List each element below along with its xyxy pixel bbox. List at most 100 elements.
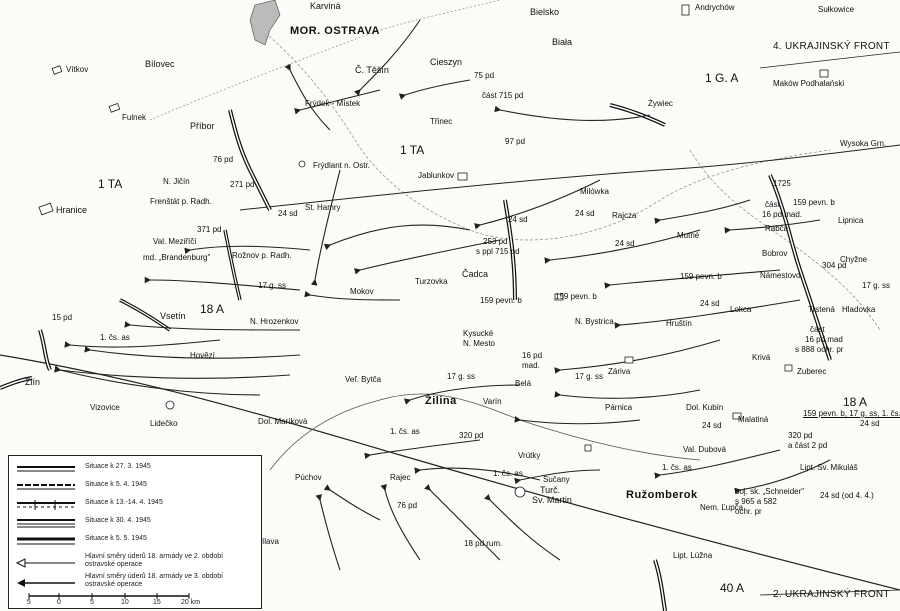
unit-label: 97 pd xyxy=(505,137,526,146)
city-zilina: Žilina xyxy=(425,395,457,407)
city-pribor: Příbor xyxy=(190,121,215,131)
city-jablunkov: Jablunkov xyxy=(418,171,455,180)
unit-label: 16 pd mad xyxy=(805,335,843,344)
unit-label: 16 pd mad. xyxy=(762,210,803,219)
city-makow: Maków Podhalański xyxy=(773,79,845,88)
city-mutne: Mutné xyxy=(677,231,700,240)
unit-label: s 888 ochr. pr xyxy=(795,345,844,354)
city-hranice: Hranice xyxy=(56,205,88,215)
unit-label: s 965 a 582 xyxy=(735,497,777,506)
city-vsetin: Vsetín xyxy=(160,311,186,321)
city-fulnek: Fulnek xyxy=(122,113,147,122)
army-label: 1 G. A xyxy=(705,71,739,85)
city-cieszyn: Cieszyn xyxy=(430,57,463,67)
unit-label: 17 g. ss xyxy=(447,372,476,381)
city-sv-martin: Sv. Martin xyxy=(532,495,572,505)
scale-tick: 0 xyxy=(57,599,61,606)
legend-label: Situace k 13.-14. 4. 1945 xyxy=(85,499,163,506)
legend-line-symbol xyxy=(17,466,75,472)
legend-line-symbol xyxy=(17,537,75,545)
legend-label: Situace k 30. 4. 1945 xyxy=(85,517,151,524)
city-varin: Varín xyxy=(483,397,502,406)
city-namestovo: Námestovo xyxy=(760,271,801,280)
city-rajcza: Rajcza xyxy=(612,211,637,220)
unit-label: 24 sd xyxy=(860,419,880,428)
unit-label: 17 g. ss xyxy=(862,281,891,290)
unit-label: 24 sd xyxy=(702,421,722,430)
unit-label: 304 pd xyxy=(822,261,847,270)
city-lokca: Lokca xyxy=(730,305,752,314)
unit-label: 1. čs. as xyxy=(390,427,420,436)
legend-row: Situace k 30. 4. 1945 xyxy=(15,516,255,530)
city-dol-kubin: Dol. Kubín xyxy=(686,403,724,412)
army-label: 18 A xyxy=(200,302,225,316)
border-line xyxy=(689,149,881,331)
unit-label: a část 2 pd xyxy=(788,441,828,450)
city-kysucke: Kysucké xyxy=(463,329,494,338)
unit-label: mad. xyxy=(522,361,540,370)
unit-label: část xyxy=(765,200,780,209)
city-hladovka: Hladovka xyxy=(842,305,876,314)
city-n-hrozenkov: N. Hrozenkov xyxy=(250,317,299,326)
legend-line-symbol xyxy=(17,500,75,510)
city-turzovka: Turzovka xyxy=(415,277,448,286)
unit-label: 24 sd xyxy=(615,239,635,248)
city-malatina: Malatiná xyxy=(738,415,769,424)
city-brandenburg: md. „Brandenburg" xyxy=(143,253,211,262)
city-zlin: Zlín xyxy=(25,377,41,387)
city-biala: Biała xyxy=(552,37,573,47)
city-val-mezirici: Val. Meziříčí xyxy=(153,237,197,246)
city-dol-marikova: Dol. Maríková xyxy=(258,417,308,426)
front-label: 2. UKRAJINSKÝ FRONT xyxy=(773,589,890,600)
unit-label: 24 sd xyxy=(575,209,595,218)
ostrava-area xyxy=(249,0,281,46)
unit-label: 1. čs. as xyxy=(493,469,523,478)
city-lipnica: Lipnica xyxy=(838,216,864,225)
city-andrychow: Andrychów xyxy=(695,3,735,12)
city-frenstat: Frenštát p. Radh. xyxy=(150,197,212,206)
city-vrutky: Vrútky xyxy=(518,451,541,460)
city-turc: Turč. xyxy=(540,485,561,495)
scale-tick: 20 km xyxy=(181,599,201,606)
city-cadca: Čadca xyxy=(462,269,489,279)
city-vizovice: Vizovice xyxy=(90,403,120,412)
legend-line-symbol xyxy=(17,484,75,490)
unit-label: 159 pevn. b xyxy=(793,198,835,207)
railway xyxy=(239,144,900,211)
front-label: 4. UKRAJINSKÝ FRONT xyxy=(773,41,890,52)
unit-label: 18 pd rum. xyxy=(464,539,503,548)
scale-tick: 5 xyxy=(27,599,31,606)
unit-label: 1. čs. as xyxy=(662,463,692,472)
city-c-tesin: Č. Těšín xyxy=(355,65,389,75)
unit-label: 320 pd xyxy=(788,431,813,440)
city-vel-bytca: Veľ. Bytča xyxy=(345,375,382,384)
unit-label: část 715 pd xyxy=(482,91,524,100)
city-lipt-luzna: Lipt. Lúžna xyxy=(673,551,713,560)
unit-label: 17 g. ss xyxy=(258,281,287,290)
city-n-mesto: N. Mesto xyxy=(463,339,496,348)
unit-label: 320 pd xyxy=(459,431,484,440)
unit-label: 1. čs. as xyxy=(100,333,130,342)
river xyxy=(269,393,701,471)
front-boundary xyxy=(759,51,900,69)
city-frydek: Frýdek - Místek xyxy=(305,99,361,108)
city-rabca: Rabča xyxy=(765,224,789,233)
unit-label: 24 sd xyxy=(700,299,720,308)
legend-label: Situace k 5. 5. 1945 xyxy=(85,535,147,542)
front-line-30-4 xyxy=(0,329,52,390)
city-lipt-mikulas: Lipt. Sv. Mikuláš xyxy=(800,463,858,472)
front-line-5-5 xyxy=(653,559,667,611)
front-boundary xyxy=(759,589,900,596)
city-kriva: Krivá xyxy=(752,353,771,362)
unit-label: 159 pevn. b, 17 g. ss, 1. čs. as xyxy=(803,409,900,418)
city-roznov: Rožnov p. Radh. xyxy=(232,251,292,260)
unit-label: 371 pd xyxy=(197,225,222,234)
city-mor-ostrava: MOR. OSTRAVA xyxy=(290,25,380,37)
city-bilovec: Bílovec xyxy=(145,59,175,69)
city-bielsko: Bielsko xyxy=(530,7,560,17)
front-line-5-4 xyxy=(228,109,517,301)
city-st-hamry: St. Hamry xyxy=(305,203,341,212)
city-mokov: Mokov xyxy=(350,287,374,296)
city-lidecko: Lidečko xyxy=(150,419,178,428)
